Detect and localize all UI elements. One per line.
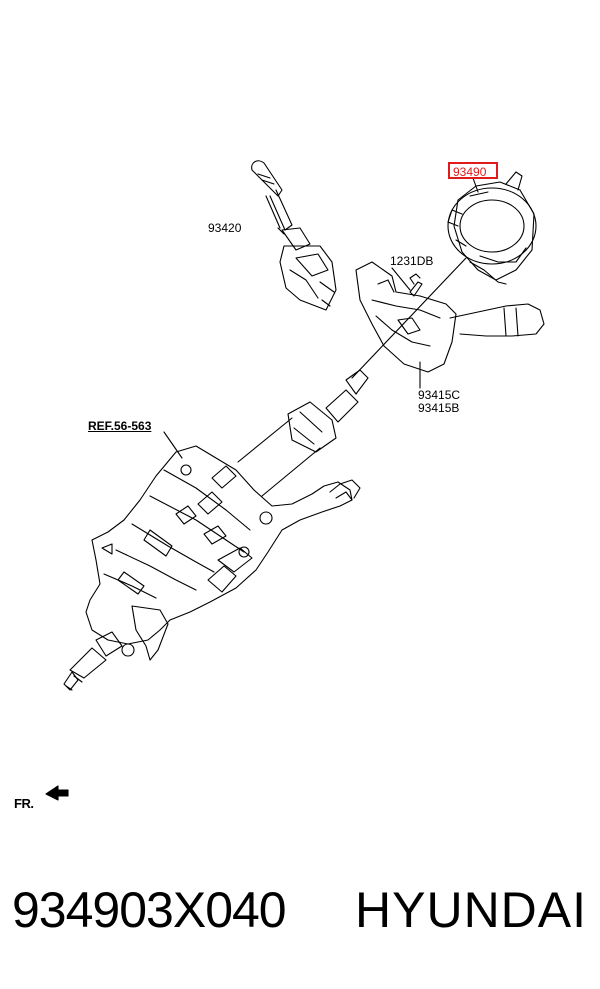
steering-column-part (63, 369, 369, 691)
callout-93490: 93490 (453, 165, 487, 179)
callout-1231db: 1231DB (390, 254, 434, 268)
bolt-part (409, 273, 423, 297)
front-direction-arrow (45, 785, 69, 801)
part-number: 934903X040 (12, 882, 287, 938)
highlighted-callout-93490: 93490 (448, 162, 498, 179)
front-direction-label: FR. (14, 796, 34, 811)
brand-name: HYUNDAI (355, 882, 588, 938)
callout-93415b: 93415B (418, 401, 460, 415)
combination-switch-part (355, 261, 545, 373)
callout-93420: 93420 (208, 221, 242, 235)
wiper-switch-part (251, 160, 337, 311)
callout-93415c: 93415C (418, 388, 461, 402)
clock-spring-part (447, 171, 537, 285)
reference-label: REF.56-563 (88, 419, 152, 433)
